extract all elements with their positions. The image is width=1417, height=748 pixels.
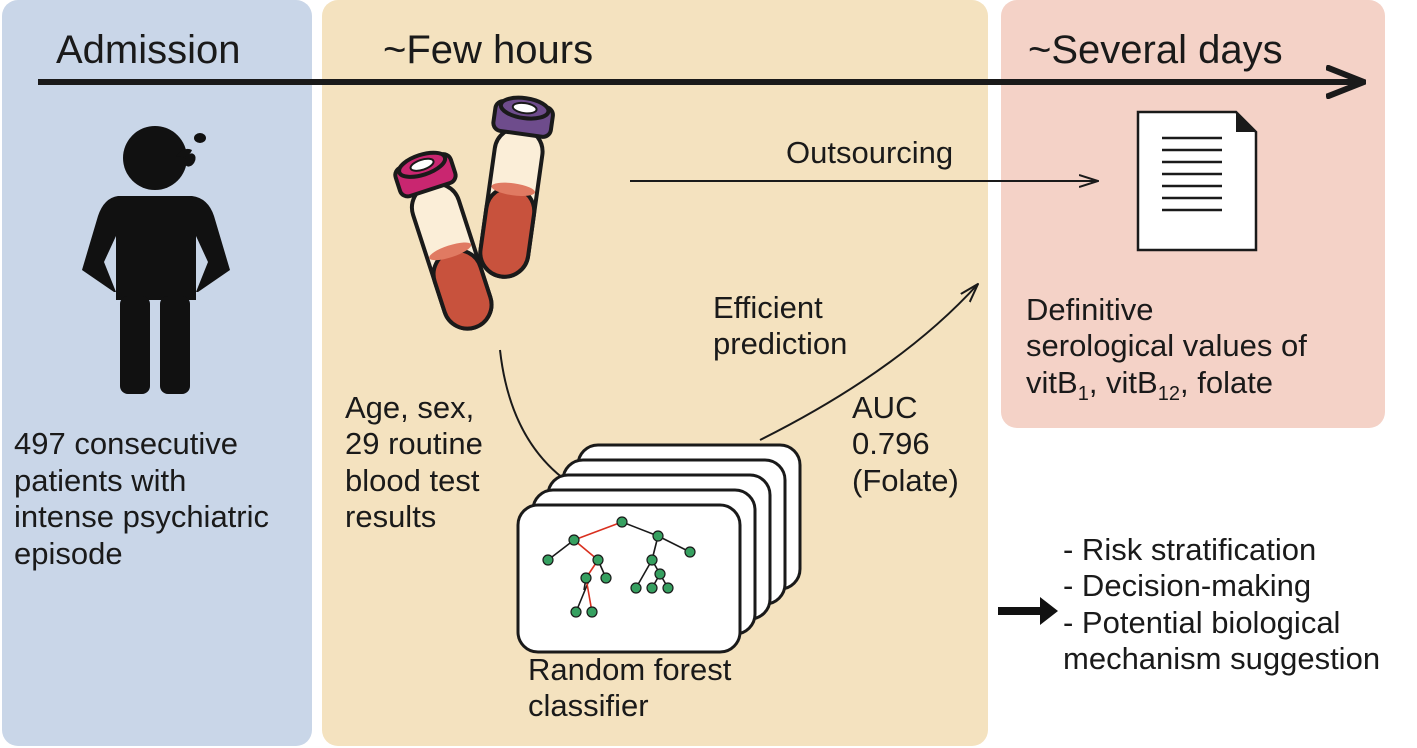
auc-line: AUC [852, 390, 918, 425]
patients-line: intense psychiatric [14, 499, 270, 535]
outcome-arrow-head [1040, 597, 1058, 625]
vitb1-subscript: 1 [1077, 382, 1089, 405]
outsourcing-label: Outsourcing [786, 135, 954, 170]
few-hours-heading: ~Few hours [383, 28, 594, 72]
vitb12-base: vitB [1106, 364, 1158, 400]
auc-line: (Folate) [852, 462, 959, 498]
vitb12-subscript: 12 [1157, 382, 1180, 405]
document-icon [1136, 110, 1258, 252]
model-line: Random forest [528, 652, 732, 687]
definitive-line: serological values of [1026, 328, 1307, 364]
inputs-line: blood test [345, 462, 480, 498]
folate-text: , folate [1179, 364, 1274, 400]
outcomes-list: - Risk stratification - Decision-making … [1063, 532, 1380, 677]
patient-icon [82, 126, 230, 394]
inputs-description: Age, sex, 29 routine blood test results [345, 390, 483, 535]
patients-line: 497 consecutive [14, 426, 239, 461]
inputs-line: 29 routine [345, 426, 483, 462]
input-flow-curve [499, 349, 569, 483]
prediction-line: Efficient [713, 290, 823, 325]
random-forest-icon [516, 443, 802, 654]
model-line: classifier [528, 688, 649, 724]
decision-tree-icon [542, 516, 696, 618]
prediction-label: Efficient prediction [713, 290, 847, 363]
definitive-values: Definitive serological values of vitB1, … [1026, 292, 1307, 406]
patients-line: patients with [14, 462, 187, 498]
blood-tube-icon [478, 95, 555, 279]
definitive-line: Definitive [1026, 292, 1154, 327]
separator: , [1088, 364, 1107, 400]
several-days-heading: ~Several days [1028, 28, 1283, 72]
outcome-item-continuation: mechanism suggestion [1063, 640, 1381, 676]
admission-panel [2, 0, 312, 746]
vitb1-base: vitB [1026, 364, 1078, 400]
auc-value: 0.796 [852, 426, 930, 462]
outcome-item: - Potential biological [1063, 604, 1341, 640]
outcome-item: - Decision-making [1063, 568, 1312, 604]
patients-description: 497 consecutive patients with intense ps… [14, 426, 269, 572]
prediction-line: prediction [713, 326, 848, 362]
inputs-line: Age, sex, [345, 390, 475, 425]
patients-line: episode [14, 535, 123, 571]
auc-label: AUC 0.796 (Folate) [852, 390, 959, 499]
vitamins-line: vitB1, vitB12, folate [1026, 365, 1307, 407]
inputs-line: results [345, 498, 437, 534]
model-label: Random forest classifier [528, 652, 731, 725]
blood-tube-icon [393, 150, 494, 331]
outcome-item: - Risk stratification [1063, 532, 1317, 567]
prediction-arrow [759, 284, 978, 441]
admission-heading: Admission [56, 28, 241, 72]
